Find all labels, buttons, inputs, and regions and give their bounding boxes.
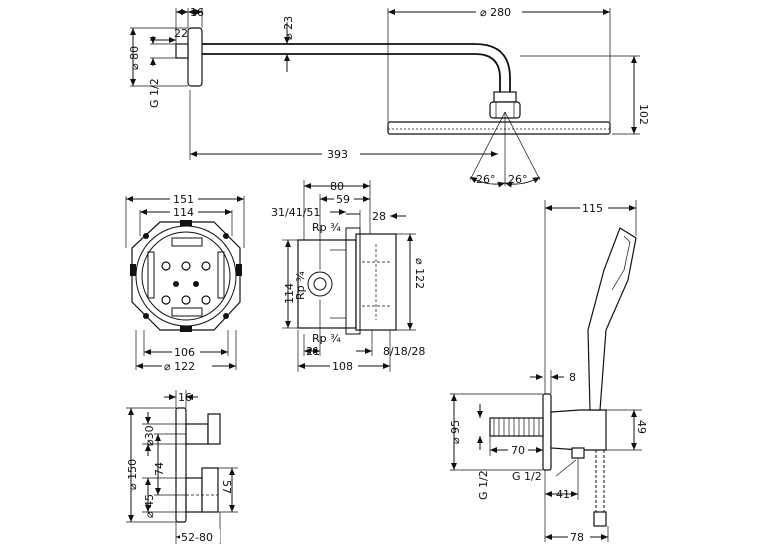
wall-plate <box>187 27 203 87</box>
dim-outlet-diameter: ⌀ 95 <box>449 420 462 444</box>
dim-depth-total: 80 <box>330 180 344 193</box>
dim-wall-gap: 8 <box>569 371 576 384</box>
dim-width: 115 <box>582 202 603 215</box>
dim-tilt-left: 26° <box>476 173 496 186</box>
dim-arm-diameter: ⌀ 23 <box>282 16 295 40</box>
shower-head <box>387 121 611 135</box>
dim-upper-knob: ⌀30 <box>143 425 156 446</box>
dim-height: 114 <box>283 283 296 304</box>
dim-tilt-right: 26° <box>508 173 528 186</box>
dim-knob-spacing: 74 <box>153 462 166 476</box>
dim-side-diameter: ⌀ 122 <box>413 258 426 289</box>
cover-plate <box>175 407 187 523</box>
dim-thread: G 1/2 <box>148 78 161 108</box>
upper-knob <box>185 423 209 445</box>
label-connection-bottom: Rp ¾ <box>312 332 341 345</box>
dim-plate-diameter: ⌀ 80 <box>128 46 141 70</box>
dim-install-depths: 31/41/51 <box>271 206 320 219</box>
basic-set-side-view: 80 59 31/41/51 28 Rp ¾ Rp ¾ Rp ¾ 114 ⌀ 1… <box>271 180 426 373</box>
dim-plate-diameter: ⌀ 150 <box>126 459 139 490</box>
label-connection-top: Rp ¾ <box>312 221 341 234</box>
ball-joint <box>493 91 517 103</box>
dim-inner-width: 114 <box>173 206 194 219</box>
dim-outlet-length: 70 <box>511 444 525 457</box>
thread-stub <box>175 43 189 59</box>
dim-arm-length: 393 <box>327 148 348 161</box>
dim-bottom-offset: 21 <box>306 345 320 358</box>
wall-outlet-plate <box>542 393 552 471</box>
label-connection-mid: Rp ¾ <box>294 271 307 300</box>
dim-height: 102 <box>637 104 650 125</box>
dim-depth-bottom: 108 <box>332 360 353 373</box>
dim-extension: 8/18/28 <box>383 345 425 358</box>
dim-lower-knob: ⌀ 45 <box>143 494 156 518</box>
dim-head-diameter: ⌀ 280 <box>480 6 511 19</box>
shower-hose <box>595 450 605 512</box>
dim-lower-height: 57 <box>220 480 233 494</box>
hand-shower-view: 115 8 ⌀ 95 70 G 1/2 49 G 1/2 41 <box>449 200 648 544</box>
thermostat-view: 16 ⌀ 150 ⌀30 74 ⌀ 45 57 52-80 <box>126 390 238 544</box>
dim-lower-width: 106 <box>174 346 195 359</box>
dim-depth: 78 <box>570 531 584 544</box>
dim-depth-mid: 59 <box>336 193 350 206</box>
dim-diameter: ⌀ 122 <box>164 360 195 373</box>
dim-plate-offset: 16 <box>178 391 192 404</box>
dim-top-offset: 28 <box>372 210 386 223</box>
shower-arm-view: 16 22 ⌀ 80 G 1/2 ⌀ 23 393 <box>128 6 511 161</box>
basic-set-front-view: 151 114 106 ⌀ 122 <box>125 191 245 373</box>
shower-holder <box>550 409 607 451</box>
overhead-shower-view: ⌀ 280 102 26° 26° <box>387 4 650 188</box>
dim-outlet-thread: G 1/2 <box>477 470 490 500</box>
dim-projection: 52-80 <box>181 531 213 544</box>
shower-arm-pipe <box>202 43 511 92</box>
dim-hose-thread: G 1/2 <box>512 470 542 483</box>
dim-thread-length: 22 <box>174 27 188 40</box>
dim-outer-width: 151 <box>173 193 194 206</box>
hand-shower-body <box>587 227 637 411</box>
dim-hose-offset: 41 <box>556 488 570 501</box>
dim-wall-offset: 16 <box>190 6 204 19</box>
dim-outlet-height: 49 <box>635 420 648 434</box>
